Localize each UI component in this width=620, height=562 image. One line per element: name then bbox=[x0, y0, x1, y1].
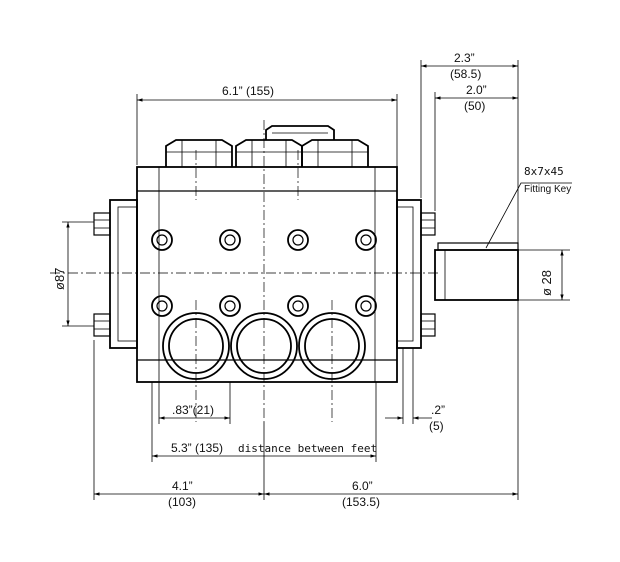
shaft-len-in-label: 2.0” bbox=[466, 83, 487, 97]
feet-distance-label: 5.3” (135) bbox=[171, 441, 223, 455]
drive-shaft bbox=[434, 242, 519, 301]
shaft-total-mm-label: (58.5) bbox=[450, 67, 481, 81]
center-lines bbox=[50, 120, 440, 422]
bottom-right-mm-label: (153.5) bbox=[342, 495, 380, 509]
top-width-label: 6.1” (155) bbox=[222, 84, 274, 98]
bottom-left-in-label: 4.1” bbox=[172, 479, 193, 493]
key-spec-label: 8x7x45 bbox=[524, 165, 564, 178]
offset-left-label: .83”(21) bbox=[172, 403, 214, 417]
shaft-dia-label: ø 28 bbox=[539, 270, 554, 296]
offset-right-mm-label: (5) bbox=[429, 419, 444, 433]
pump-body bbox=[109, 166, 422, 383]
bottom-left-mm-label: (103) bbox=[168, 495, 196, 509]
offset-right-in-label: .2” bbox=[431, 403, 445, 417]
feet-caption-label: distance between feet bbox=[238, 442, 377, 455]
bolt-holes-lower bbox=[151, 295, 377, 317]
bolt-holes-upper bbox=[151, 229, 377, 251]
dimension-labels: 6.1” (155) 2.3” (58.5) 2.0” (50) 8x7x45 … bbox=[52, 51, 571, 509]
bottom-right-in-label: 6.0” bbox=[352, 479, 373, 493]
end-bolts bbox=[93, 212, 436, 337]
dimension-lines bbox=[62, 60, 572, 500]
key-label: Fitting Key bbox=[524, 184, 571, 195]
shaft-total-in-label: 2.3” bbox=[454, 51, 475, 65]
body-height-label: ø87 bbox=[52, 268, 67, 290]
shaft-len-mm-label: (50) bbox=[464, 99, 485, 113]
valve-caps bbox=[165, 125, 369, 167]
